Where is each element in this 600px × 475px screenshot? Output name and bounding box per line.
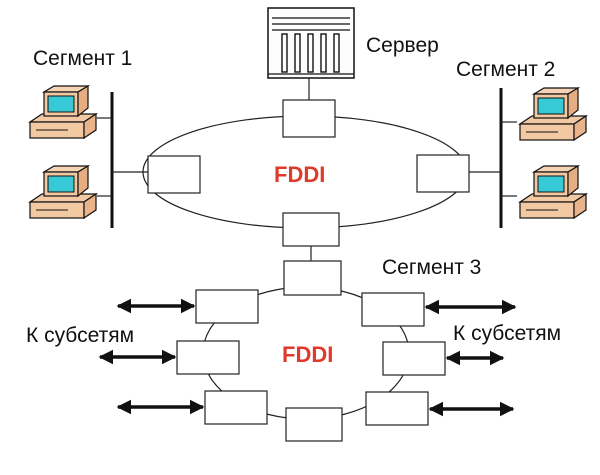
desktop-computer-icon: [518, 86, 588, 142]
ring-station-bottom: [282, 212, 340, 247]
server-icon: [267, 7, 355, 79]
ring-station: [176, 340, 240, 375]
ring-station-right: [416, 154, 470, 193]
ring-station: [365, 391, 429, 426]
fddi-label-top: FDDI: [274, 162, 325, 187]
ring-station: [283, 260, 342, 296]
ring-station: [204, 390, 268, 425]
segment1-label: Сегмент 1: [33, 47, 132, 70]
server-label: Сервер: [366, 34, 439, 57]
ring-station: [195, 289, 259, 324]
desktop-computer-icon: [518, 164, 588, 220]
ring-station: [361, 292, 425, 327]
desktop-computer-icon: [28, 164, 98, 220]
ring-station-top: [282, 99, 336, 138]
desktop-computer-icon: [28, 84, 98, 140]
subnets-right-label: К субсетям: [453, 322, 561, 345]
ring-station: [382, 341, 446, 376]
ring-station: [285, 407, 343, 442]
ring-station-left: [147, 155, 201, 194]
segment3-label: Сегмент 3: [382, 256, 481, 279]
segment2-label: Сегмент 2: [456, 58, 555, 81]
subnets-left-label: К субсетям: [26, 324, 134, 347]
fddi-label-bottom: FDDI: [282, 342, 333, 367]
